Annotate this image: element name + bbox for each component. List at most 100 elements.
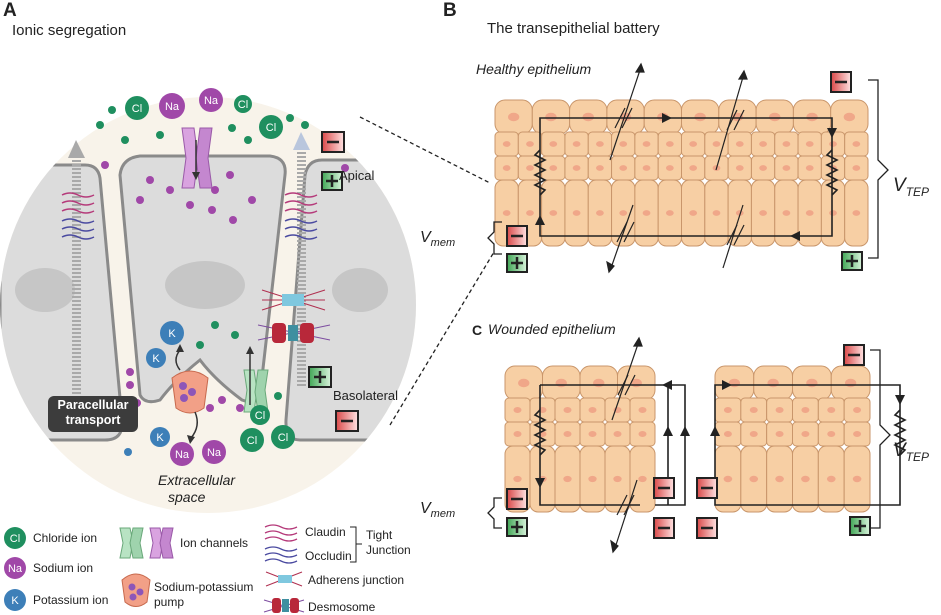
panel-a-letter: A [3, 0, 17, 21]
cell-nucleus [619, 210, 628, 216]
cell-nucleus [613, 431, 622, 437]
cell-nucleus [555, 378, 567, 388]
cell-nucleus [723, 475, 733, 483]
extracellular-space-label: Extracellular space [158, 472, 235, 506]
cell-nucleus [829, 141, 837, 147]
ion-label-cl: Cl [255, 410, 265, 422]
cell-nucleus [593, 378, 605, 388]
svg-text:K: K [11, 595, 19, 607]
cell-nucleus [619, 165, 628, 171]
legend-ion-channels: Ion channels [180, 536, 249, 550]
cell-nucleus [526, 141, 534, 147]
ion-label-cl: Cl [278, 432, 288, 444]
cell-nucleus [638, 475, 647, 483]
panel-b-letter: B [443, 0, 457, 21]
vtep-base-c: V [893, 440, 906, 461]
vmem-label-c: Vmem [420, 500, 455, 520]
vtep-base-b: V [893, 175, 906, 196]
cell-nucleus [806, 378, 818, 388]
small-ion-dots [96, 106, 349, 456]
cell-nucleus [549, 165, 558, 171]
panel-c-letter: C [472, 322, 483, 338]
legend-chloride: Chloride ion [33, 531, 98, 545]
legend-occludin: Occludin [305, 549, 352, 563]
cell-nucleus [827, 431, 836, 437]
cell-nucleus [853, 407, 862, 413]
cell-nucleus [805, 210, 814, 216]
vtep-sub-c: TEP [905, 449, 930, 464]
cell-nucleus [805, 141, 814, 147]
cell-nucleus [596, 210, 604, 216]
cell-nucleus [852, 475, 862, 483]
vmem-bracket-c [487, 497, 502, 529]
ion-label-na: Na [204, 95, 219, 107]
charge-boxes-b [506, 71, 863, 273]
cell-nucleus [844, 378, 857, 388]
cell-nucleus [572, 165, 581, 171]
cell-nucleus [826, 475, 836, 483]
paracellular-transport-label: Paracellular transport [52, 398, 134, 428]
ion-flux-arrows-healthy [606, 62, 748, 274]
cell-nucleus [665, 210, 674, 216]
cell-nucleus [775, 407, 784, 413]
cell-nucleus [549, 210, 558, 216]
healthy-epithelium-cells [494, 99, 869, 247]
charge-boxes-c [506, 344, 871, 539]
cell-nucleus [613, 475, 622, 483]
cell-nucleus [852, 165, 861, 171]
extracellular-line2: space [168, 489, 206, 505]
vtep-bracket-c [870, 349, 891, 529]
cell-nucleus [502, 210, 511, 216]
cell-nucleus [827, 407, 836, 413]
sodium-potassium-pump [171, 344, 209, 444]
cell-nucleus [665, 165, 674, 171]
cell-nucleus [749, 431, 758, 437]
paracellular-line2: transport [65, 413, 121, 427]
legend-potassium: Potassium ion [33, 593, 109, 607]
paracellular-arrow-left [72, 155, 81, 405]
large-ions: Cl Na Na Cl Cl K K K Na Na Cl Cl Cl [125, 88, 295, 466]
cell-nucleus [507, 112, 520, 122]
connector-top [359, 116, 491, 184]
cell-nucleus [588, 475, 597, 483]
cell-nucleus [723, 407, 732, 413]
charge-boxes-a [308, 131, 359, 432]
legend-icons: Cl Na K [4, 524, 362, 613]
legend-pump-line1: Sodium-potassium [154, 580, 254, 594]
legend-tight-junction: Tight Junction [366, 528, 411, 558]
claudin-occludin-legend-icon [264, 524, 298, 564]
cell-nucleus [513, 431, 522, 437]
cell-nucleus [689, 210, 698, 216]
ion-channel-apical [181, 127, 213, 189]
adherens-legend-icon [265, 571, 303, 587]
cell-nucleus [642, 210, 651, 216]
nucleus-middle [165, 261, 245, 309]
ion-label-cl: Cl [132, 103, 142, 115]
desmosome-legend-icon [263, 598, 305, 613]
panel-a-illustration: Cl Na Na Cl Cl K K K Na Na Cl Cl Cl [0, 88, 416, 513]
vtep-label-b: VTEP [893, 175, 929, 199]
panel-b-subtitle: Healthy epithelium [476, 61, 592, 77]
cell-nucleus [782, 141, 791, 147]
svg-text:Cl: Cl [10, 533, 20, 545]
cell-nucleus [545, 112, 557, 122]
vmem-base-b: V [420, 229, 431, 246]
cell-nucleus [582, 112, 594, 122]
cell-nucleus [563, 407, 572, 413]
cell-nucleus [782, 210, 791, 216]
cell-nucleus [749, 475, 759, 483]
cell-nucleus [665, 141, 674, 147]
ion-label-cl: Cl [247, 435, 257, 447]
cell-nucleus [502, 165, 511, 171]
cell-nucleus [801, 407, 810, 413]
cell-nucleus [689, 165, 698, 171]
vtep-bracket-b [868, 79, 889, 259]
cell-nucleus [712, 141, 721, 147]
wounded-epithelium-right-cells [714, 365, 871, 513]
circuit-wounded-arrows [535, 380, 905, 488]
circuit-healthy-arrows [535, 113, 837, 241]
basolateral-label: Basolateral [333, 388, 399, 403]
vmem-label-b: Vmem [420, 229, 455, 249]
cell-nucleus [563, 475, 572, 483]
